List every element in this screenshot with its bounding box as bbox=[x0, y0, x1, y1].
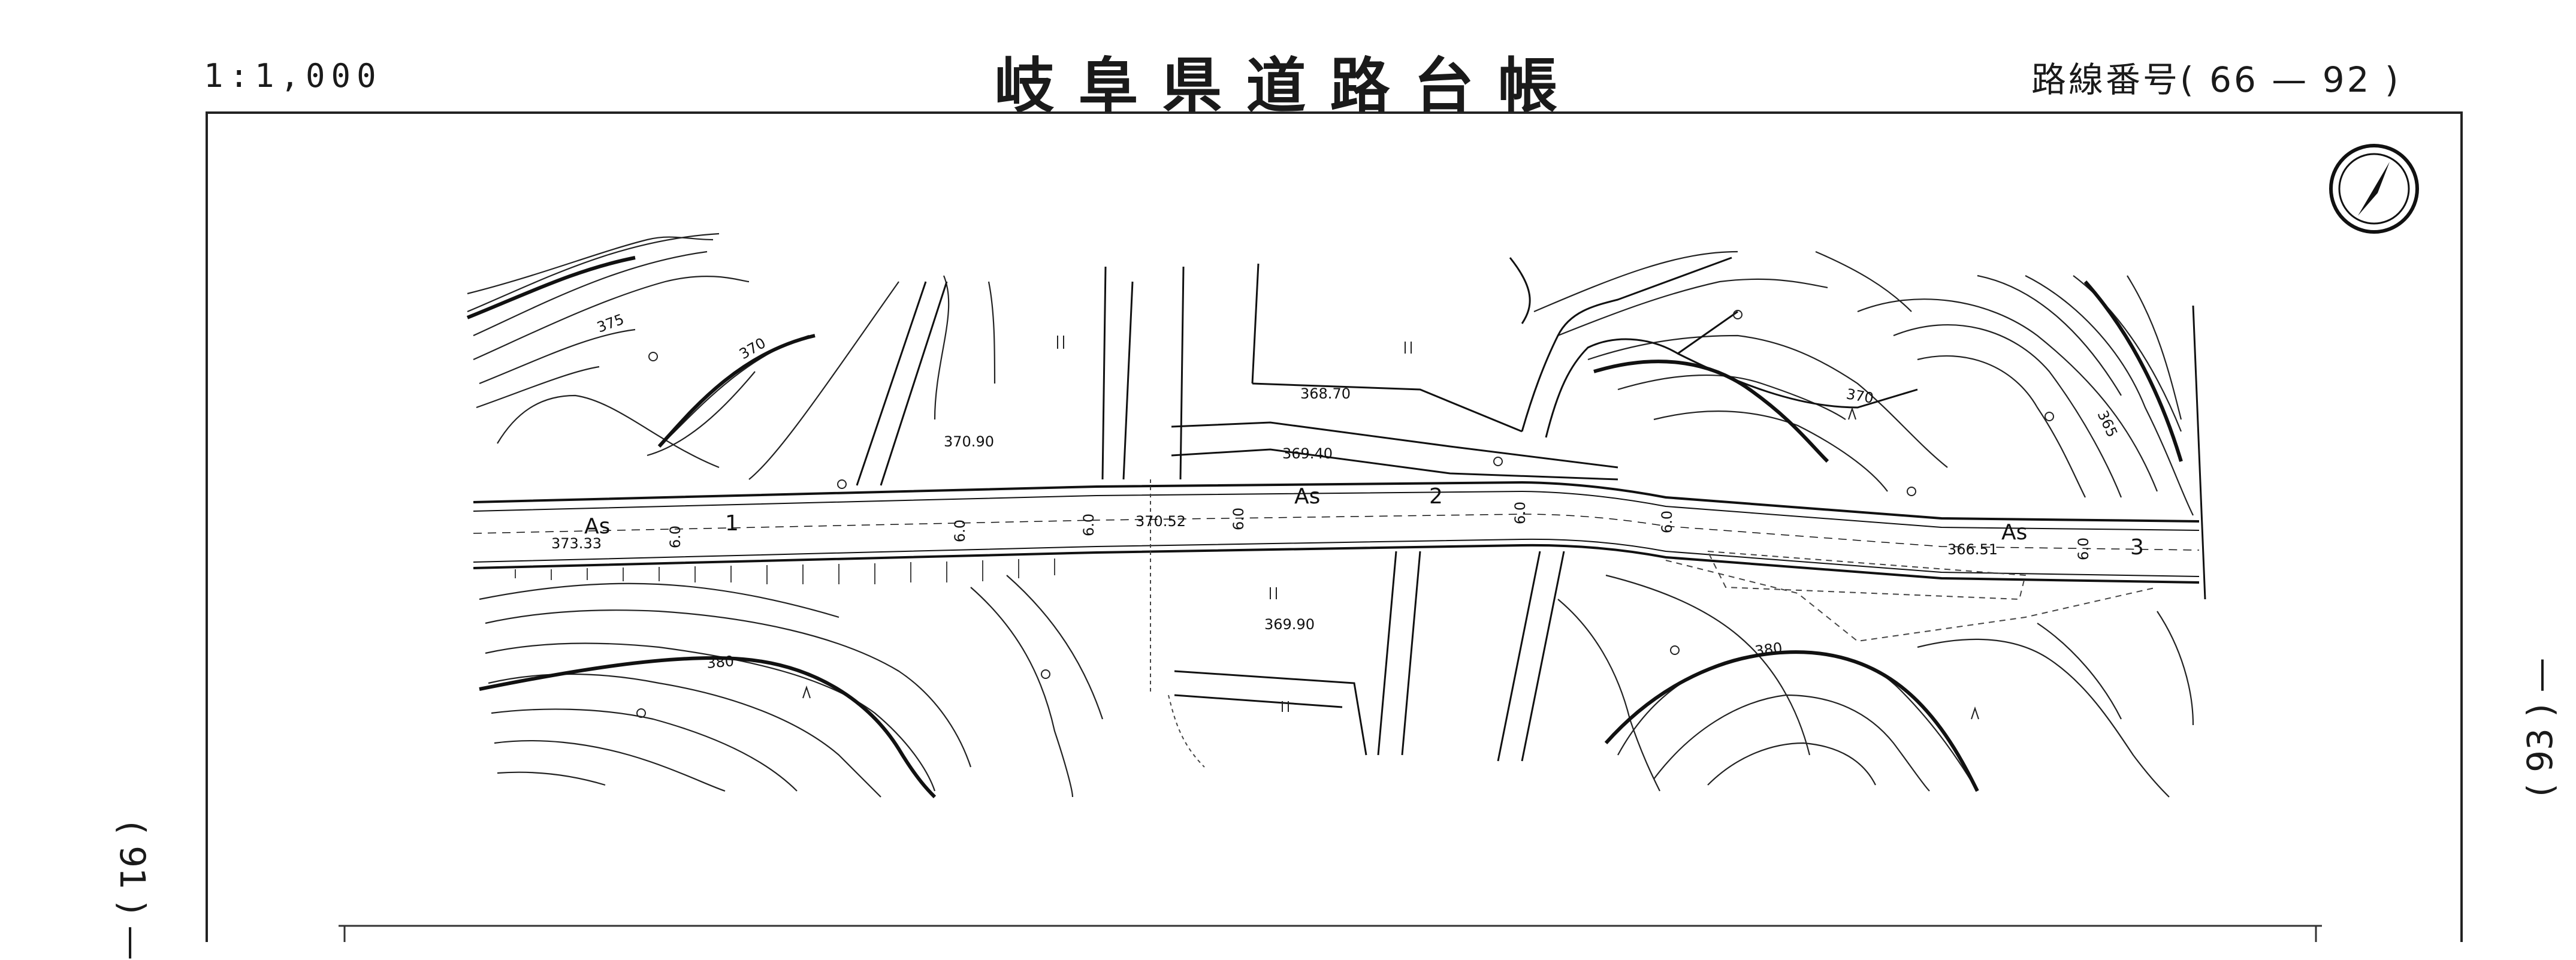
slope-hatching bbox=[515, 479, 2158, 768]
road-width: 6.0 bbox=[1230, 508, 1247, 530]
contour-label: 365 bbox=[2094, 408, 2121, 440]
surface-label: As bbox=[584, 514, 610, 539]
road-width: 6.0 bbox=[667, 526, 684, 548]
spot-height: 368.70 bbox=[1300, 385, 1351, 402]
main-road bbox=[473, 481, 2200, 584]
spot-height-group: 368.70 370.90 369.40 373.33 370.52 369.9… bbox=[551, 385, 1998, 633]
spot-height: 369.90 bbox=[1264, 616, 1315, 633]
road-width: 6.0 bbox=[1512, 502, 1529, 524]
contour-label: 380 bbox=[706, 653, 735, 672]
road-width: 6.0 bbox=[2075, 538, 2092, 560]
spot-height: 373.33 bbox=[551, 535, 602, 552]
page-title: 岐阜県道路台帳 bbox=[994, 50, 1582, 121]
station-number: 2 bbox=[1429, 484, 1443, 509]
map-frame bbox=[206, 111, 2463, 942]
road-width: 6.0 bbox=[1659, 511, 1675, 533]
contour-label: 370 bbox=[1845, 385, 1875, 407]
side-roads bbox=[856, 256, 2206, 762]
station-number-group: 1 2 3 bbox=[725, 484, 2144, 560]
surface-label: As bbox=[2001, 520, 2027, 545]
road-width-group: 6.0 6.0 6.0 6.0 6.0 6.0 6.0 bbox=[667, 502, 2092, 560]
contour-label-group: 375 370 370 365 380 380 bbox=[594, 311, 2121, 672]
contour-label: 380 bbox=[1754, 639, 1783, 660]
index-contours bbox=[466, 256, 2183, 799]
spot-height: 370.90 bbox=[944, 433, 994, 450]
road-map: 375 370 370 365 380 380 368.70 370.90 36… bbox=[466, 233, 2206, 799]
station-number: 3 bbox=[2130, 535, 2144, 560]
scale-label: 1:1,000 bbox=[204, 57, 382, 95]
spot-height: 370.52 bbox=[1136, 513, 1186, 530]
north-arrow-icon bbox=[2329, 144, 2419, 234]
map-symbols bbox=[636, 310, 2054, 720]
station-number: 1 bbox=[725, 511, 739, 536]
lower-frame-sides bbox=[343, 926, 2317, 942]
contour-label: 370 bbox=[736, 334, 769, 363]
route-number-label: 路線番号( 66 — 92 ) bbox=[2031, 59, 2401, 100]
surface-label-group: As As As bbox=[584, 484, 2027, 545]
road-width: 6.0 bbox=[1080, 514, 1097, 536]
surface-label: As bbox=[1294, 484, 1320, 509]
spot-height: 369.40 bbox=[1282, 445, 1333, 462]
spot-height: 366.51 bbox=[1947, 541, 1998, 558]
road-width: 6.0 bbox=[952, 520, 968, 542]
